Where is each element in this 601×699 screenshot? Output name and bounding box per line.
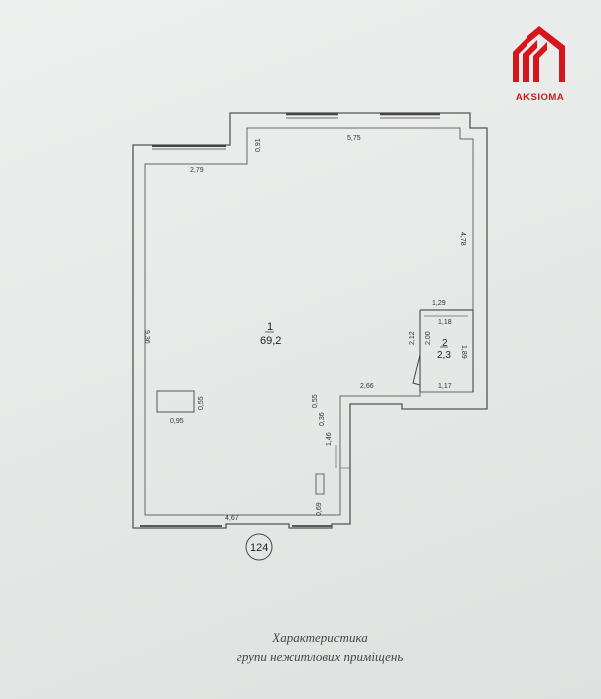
room-1-number: 1: [267, 321, 273, 333]
column-block: [156, 390, 195, 413]
dim-0-95: 0,95: [170, 418, 184, 425]
dim-2-66: 2,66: [360, 383, 374, 390]
entrance-box: [315, 473, 325, 495]
plan-number: 124: [250, 542, 268, 554]
inner-wall: [144, 127, 474, 516]
dim-4-78: 4,78: [459, 232, 466, 246]
window-top-1: [286, 112, 338, 119]
dim-0-55-right: 0,55: [312, 394, 319, 408]
dim-1-17: 1,17: [438, 383, 452, 390]
dim-5-75: 5,75: [347, 135, 361, 142]
dim-1-18: 1,18: [438, 319, 452, 326]
caption-line-2: групи нежитлових приміщень: [236, 649, 404, 664]
dim-4-67: 4,67: [225, 515, 239, 522]
dim-0-91: 0,91: [255, 138, 262, 152]
brand-logo: AKSIOMA: [505, 24, 575, 110]
room-1-area: 69,2: [260, 335, 281, 347]
room-2-door: [412, 354, 421, 386]
brand-name: AKSIOMA: [515, 92, 565, 103]
room-2-walls: [420, 309, 474, 392]
window-top-left: [152, 145, 226, 150]
plan-number-circle: [245, 533, 273, 561]
aksioma-logo-icon: [513, 26, 565, 82]
dim-9-36: 9,36: [143, 330, 150, 344]
dim-1-29: 1,29: [432, 300, 446, 307]
outer-wall: [132, 112, 488, 529]
dim-1-46: 1,46: [326, 432, 333, 446]
dim-0-36: 0,36: [319, 412, 326, 426]
room-2-area: 2,3: [437, 350, 451, 361]
dim-1-89: 1,89: [460, 345, 467, 359]
dim-2-00: 2,00: [425, 331, 432, 345]
room-2-number: 2: [442, 338, 448, 349]
dim-2-79: 2,79: [190, 167, 204, 174]
window-top-2: [380, 112, 440, 119]
caption: Характеристика групи нежитлових приміщен…: [120, 628, 520, 666]
caption-line-1: Характеристика: [272, 630, 368, 645]
dim-0-55-column: 0,55: [198, 396, 205, 410]
dim-0-69: 0,69: [316, 502, 323, 516]
dim-2-12: 2,12: [409, 331, 416, 345]
